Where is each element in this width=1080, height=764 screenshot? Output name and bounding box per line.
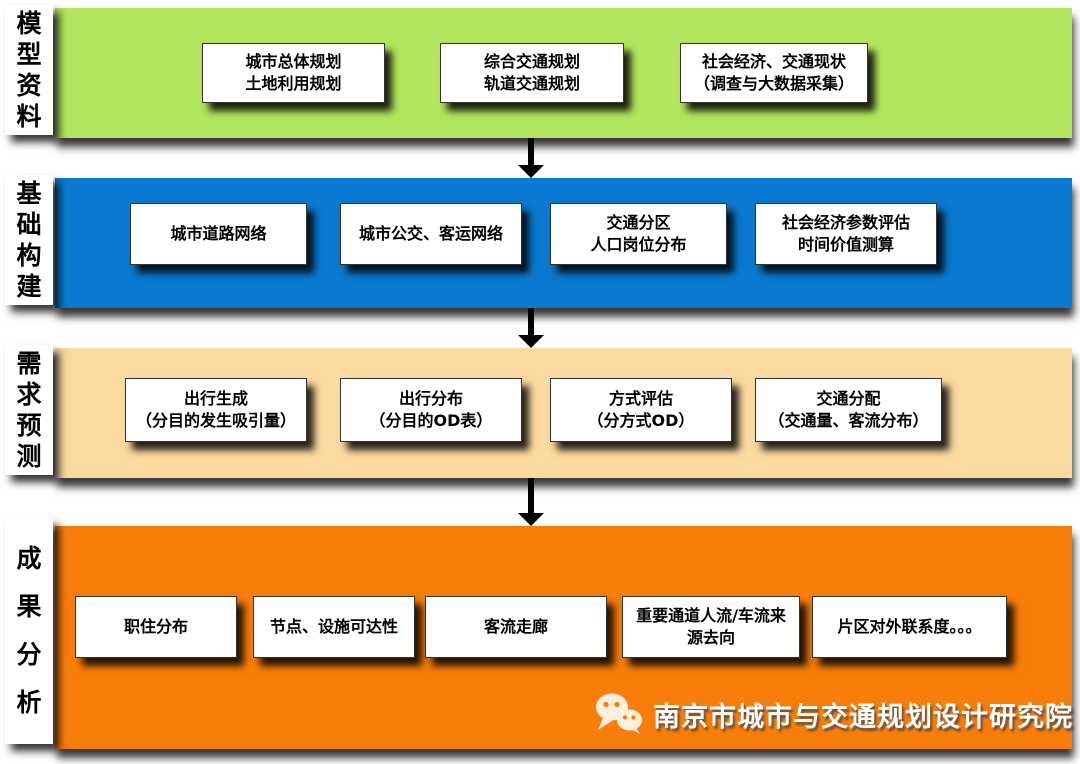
- band-foundation-build: 城市道路网络 城市公交、客运网络 交通分区 人口岗位分布 社会经济参数评估 时间…: [55, 178, 1072, 308]
- box-socioeconomic-status: 社会经济、交通现状 （调查与大数据采集）: [680, 43, 868, 103]
- band-label-demand-forecast: 需求预测: [5, 345, 53, 475]
- box-line: 客流走廊: [483, 616, 548, 636]
- band-label-results-analysis: 成果分析: [5, 518, 53, 744]
- band-label-model-data: 模型资料: [5, 5, 53, 135]
- box-line: 社会经济、交通现状: [701, 51, 846, 71]
- box-line: 土地利用规划: [245, 74, 342, 93]
- box-line: 人口岗位分布: [590, 235, 687, 254]
- band-results-analysis: 职住分布 节点、设施可达性 客流走廊 重要通道人流/车流来 源去向 片区对外联系…: [55, 526, 1072, 749]
- box-line: 出行生成: [183, 388, 248, 408]
- box-line: 交通分配: [816, 388, 881, 408]
- box-district-external-connectivity: 片区对外联系度。。。: [812, 596, 1007, 658]
- box-node-accessibility: 节点、设施可达性: [253, 596, 415, 658]
- box-line: 城市公交、客运网络: [358, 223, 503, 243]
- box-line: 片区对外联系度。。。: [837, 616, 982, 636]
- box-comprehensive-transport-plan: 综合交通规划 轨道交通规划: [440, 43, 624, 103]
- box-passenger-corridor: 客流走廊: [425, 596, 607, 658]
- box-traffic-zones: 交通分区 人口岗位分布: [550, 203, 727, 265]
- band-label-text: 模型资料: [16, 9, 42, 131]
- box-traffic-assignment: 交通分配 （交通量、客流分布）: [755, 378, 942, 442]
- box-line: 交通分区: [606, 212, 671, 232]
- box-road-network: 城市道路网络: [130, 203, 307, 265]
- watermark: 南京市城市与交通规划设计研究院: [595, 692, 1073, 736]
- box-transit-network: 城市公交、客运网络: [340, 203, 522, 265]
- box-line: 职住分布: [123, 616, 188, 636]
- box-trip-generation: 出行生成 （分目的发生吸引量）: [125, 378, 307, 442]
- box-line: 综合交通规划: [483, 51, 580, 71]
- down-arrow: [518, 138, 544, 178]
- box-line: （分目的OD表）: [369, 411, 493, 430]
- box-line: 城市道路网络: [170, 223, 267, 243]
- band-model-data: 城市总体规划 土地利用规划 综合交通规划 轨道交通规划 社会经济、交通现状 （调…: [55, 8, 1072, 138]
- box-line: 社会经济参数评估: [781, 212, 910, 232]
- wechat-icon: [596, 693, 642, 734]
- box-line: 出行分布: [398, 388, 463, 408]
- down-arrow: [518, 308, 544, 348]
- box-line: 节点、设施可达性: [269, 616, 398, 636]
- band-label-text: 需求预测: [16, 349, 42, 471]
- box-line: 时间价值测算: [797, 235, 894, 254]
- box-line: （交通量、客流分布）: [768, 411, 929, 430]
- box-line: 方式评估: [608, 388, 673, 408]
- box-job-housing-distribution: 职住分布: [75, 596, 237, 658]
- band-demand-forecast: 出行生成 （分目的发生吸引量） 出行分布 （分目的OD表） 方式评估 （分方式O…: [55, 348, 1072, 478]
- box-city-master-plan: 城市总体规划 土地利用规划: [202, 43, 385, 103]
- watermark-text: 南京市城市与交通规划设计研究院: [653, 701, 1073, 733]
- box-line: （分方式OD）: [587, 411, 695, 430]
- box-parameter-evaluation: 社会经济参数评估 时间价值测算: [755, 203, 937, 265]
- band-label-text: 基础构建: [16, 179, 42, 301]
- box-line: 城市总体规划: [245, 51, 342, 71]
- box-corridor-origin-destination: 重要通道人流/车流来 源去向: [622, 596, 800, 658]
- band-label-foundation-build: 基础构建: [5, 175, 53, 305]
- down-arrow: [518, 478, 544, 526]
- box-line: 重要通道人流/车流来: [636, 605, 786, 625]
- box-line: 源去向: [686, 628, 735, 647]
- box-trip-distribution: 出行分布 （分目的OD表）: [340, 378, 522, 442]
- band-label-text: 成果分析: [16, 544, 42, 717]
- box-line: 轨道交通规划: [483, 74, 580, 93]
- box-mode-evaluation: 方式评估 （分方式OD）: [550, 378, 732, 442]
- box-line: （调查与大数据采集）: [693, 74, 854, 93]
- box-line: （分目的发生吸引量）: [135, 411, 296, 430]
